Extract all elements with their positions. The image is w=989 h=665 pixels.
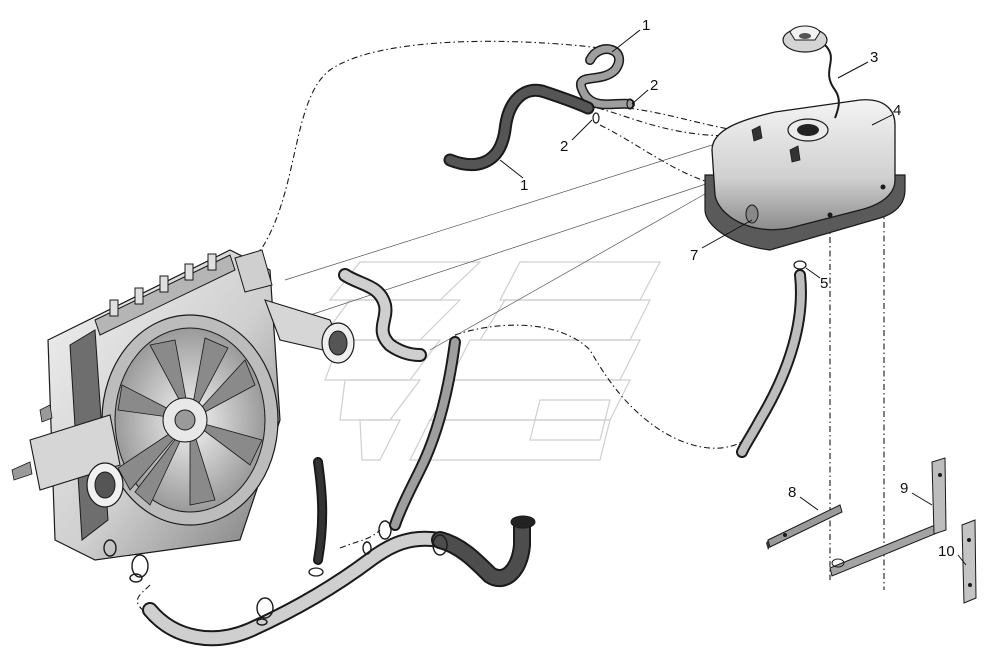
callout-1-bottom: 1 (520, 177, 528, 194)
small-hose (308, 457, 328, 577)
upper-hose-top (576, 44, 635, 110)
radiator-fin-tabs (109, 253, 217, 317)
tank-return-hose (736, 260, 807, 458)
tank-nipple (751, 125, 763, 142)
bracket-9 (829, 457, 947, 577)
perspective-lines (284, 144, 713, 351)
callout-8: 8 (788, 484, 796, 501)
expansion-tank (704, 99, 906, 251)
callout-7: 7 (690, 247, 698, 264)
tank-outlet (745, 204, 759, 224)
callout-10: 10 (938, 543, 955, 560)
callout-leaders (499, 29, 967, 566)
hose-clamp (592, 112, 600, 124)
lower-coolant-pipe (103, 515, 536, 647)
hose-clamps-lower (103, 520, 448, 626)
hose-clamp (793, 260, 807, 270)
bracket-8 (766, 504, 843, 550)
callout-4: 4 (893, 102, 901, 119)
radiator-inlet-pipe (338, 268, 427, 362)
bracket-10 (961, 519, 977, 604)
vertical-bypass-hose (389, 336, 461, 531)
cap-tether (824, 44, 840, 119)
hose-clamp (626, 98, 634, 110)
callout-2-left: 2 (560, 138, 568, 155)
hose-clamp (308, 567, 324, 577)
callout-9: 9 (900, 480, 908, 497)
callout-labels: 1 1 2 2 3 4 5 7 8 9 10 (520, 17, 955, 560)
callout-1-top: 1 (642, 17, 650, 34)
radiator-assembly (11, 249, 355, 561)
tank-nipple (789, 145, 801, 163)
callout-3: 3 (870, 49, 878, 66)
callout-5: 5 (820, 275, 828, 292)
callout-2-right: 2 (650, 77, 658, 94)
filler-cap (782, 25, 840, 119)
watermark-logo (318, 261, 661, 461)
upper-hose-bent (443, 83, 600, 172)
filler-neck-opening (797, 124, 819, 136)
